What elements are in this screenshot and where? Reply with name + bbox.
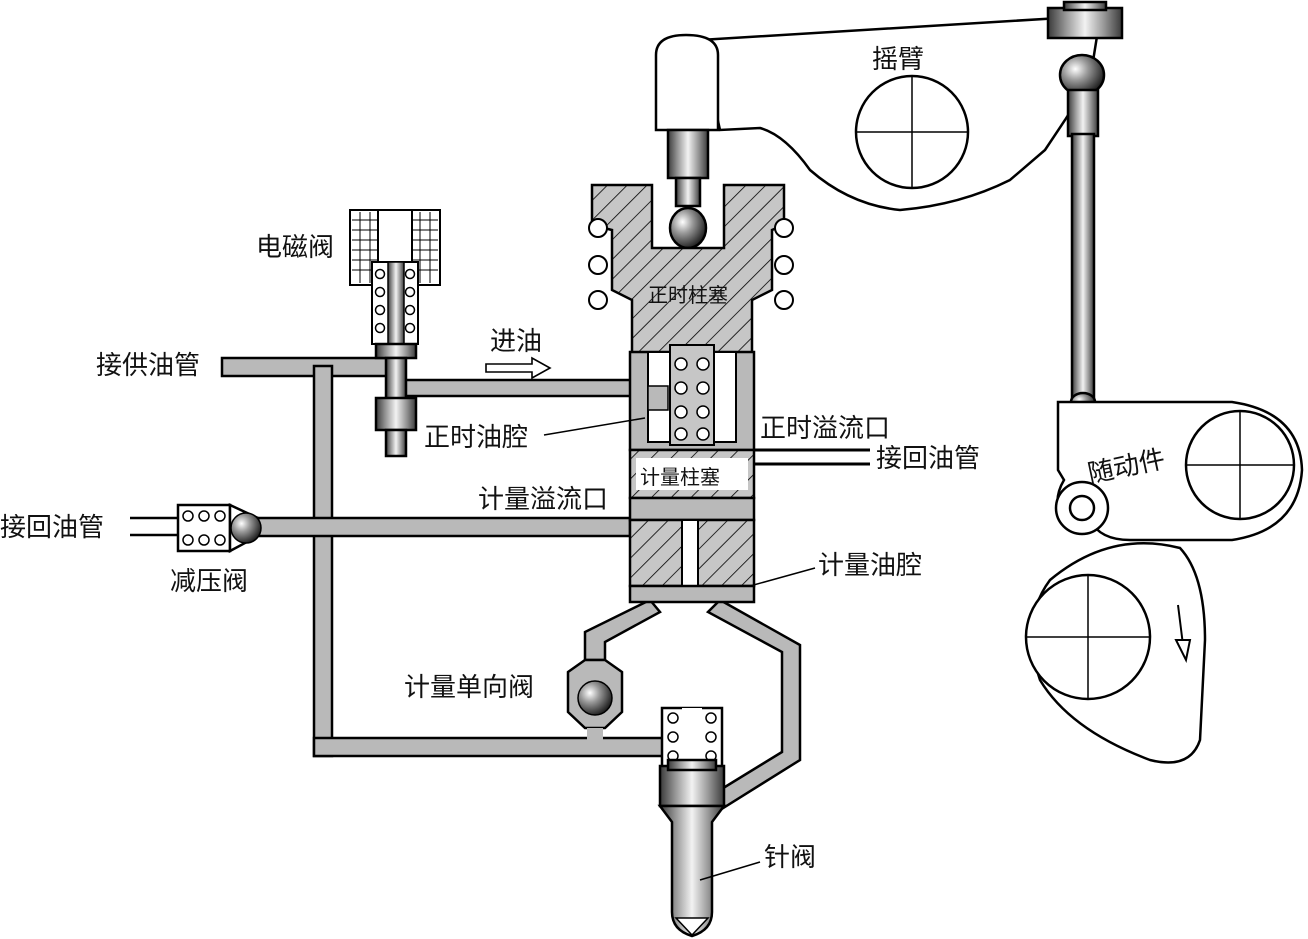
label-timing-plunger: 正时柱塞 bbox=[648, 283, 728, 307]
label-solenoid-valve: 电磁阀 bbox=[256, 233, 334, 263]
solenoid-valve bbox=[349, 209, 441, 458]
label-timing-chamber: 正时油腔 bbox=[424, 423, 528, 453]
oil-in-arrow bbox=[485, 356, 552, 380]
camshaft-cam bbox=[1024, 542, 1207, 764]
label-return-pipe-right: 接回油管 bbox=[876, 444, 980, 474]
label-metering-spill-port: 计量溢流口 bbox=[478, 485, 608, 515]
metering-check-valve bbox=[566, 658, 624, 740]
leader-lines bbox=[543, 417, 816, 881]
return-spring bbox=[588, 218, 794, 310]
label-needle-valve: 针阀 bbox=[764, 843, 816, 873]
label-return-pipe-left: 接回油管 bbox=[0, 513, 104, 543]
needle-valve-nozzle bbox=[657, 706, 727, 938]
label-rocker-arm: 摇臂 bbox=[872, 45, 924, 75]
label-metering-check-valve: 计量单向阀 bbox=[404, 673, 534, 703]
label-metering-chamber: 计量油腔 bbox=[818, 551, 922, 581]
plunger-push-rod bbox=[654, 33, 720, 250]
label-timing-spill-port: 正时溢流口 bbox=[760, 414, 890, 444]
pressure-relief-valve bbox=[130, 503, 262, 554]
label-metering-plunger: 计量柱塞 bbox=[640, 465, 720, 489]
timing-plunger bbox=[588, 183, 794, 357]
label-pressure-relief-valve: 减压阀 bbox=[170, 567, 248, 597]
label-supply-pipe: 接供油管 bbox=[96, 351, 200, 381]
injector-body bbox=[628, 344, 870, 604]
label-oil-in: 进油 bbox=[490, 327, 542, 357]
cam-follower bbox=[1054, 400, 1304, 542]
rocker-arm bbox=[698, 0, 1124, 212]
